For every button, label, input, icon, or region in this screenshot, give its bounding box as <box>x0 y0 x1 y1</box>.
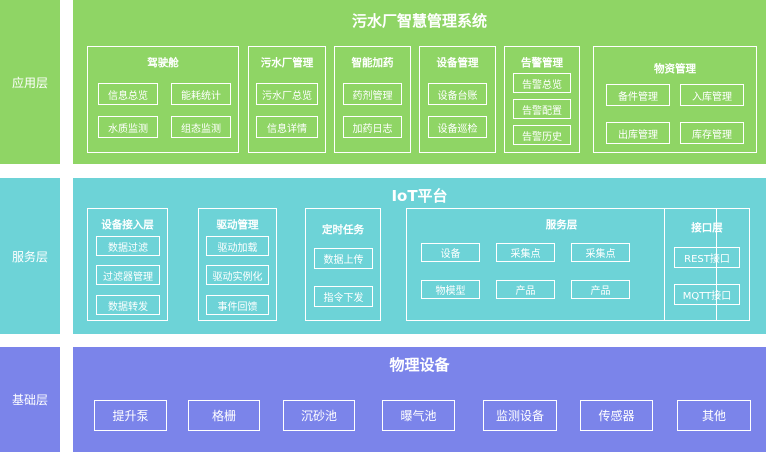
timer-item-upload: 数据上传 <box>314 248 373 269</box>
service-title: 服务层 <box>545 219 578 231</box>
alarm-group: 告警管理 告警总览 告警配置 告警历史 <box>504 46 580 153</box>
service-item-thing-model: 物模型 <box>421 280 480 299</box>
physical-item-grit-chamber: 沉砂池 <box>283 400 355 431</box>
cockpit-item-energy: 能耗统计 <box>171 83 231 105</box>
driver-title: 驱动管理 <box>216 219 259 231</box>
interface-item-rest: REST接口 <box>674 247 740 268</box>
physical-item-screen: 格栅 <box>188 400 260 431</box>
cockpit-item-overview: 信息总览 <box>98 83 158 105</box>
driver-group: 驱动管理 驱动加载 驱动实例化 事件回馈 <box>198 208 277 321</box>
iot-platform-title: IoT平台 <box>391 187 448 205</box>
service-layer-band: IoT平台 设备接入层 数据过滤 过滤器管理 数据转发 驱动管理 驱动加载 驱动… <box>73 178 766 334</box>
app-layer-title: 污水厂智慧管理系统 <box>351 12 487 30</box>
timer-item-command: 指令下发 <box>314 286 373 307</box>
timer-group: 定时任务 数据上传 指令下发 <box>305 208 381 321</box>
dosing-item-log: 加药日志 <box>343 116 402 138</box>
material-item-spares: 备件管理 <box>606 84 670 106</box>
material-title: 物资管理 <box>654 63 696 75</box>
driver-item-event: 事件回馈 <box>206 295 269 315</box>
layer-label-service: 服务层 <box>0 178 60 334</box>
cockpit-group: 驾驶舱 信息总览 能耗统计 水质监测 组态监测 <box>87 46 239 153</box>
physical-item-sensor: 传感器 <box>580 400 653 431</box>
service-item-point-2: 采集点 <box>571 243 630 262</box>
app-layer-band: 污水厂智慧管理系统 驾驶舱 信息总览 能耗统计 水质监测 组态监测 污水厂管理 … <box>73 0 766 164</box>
device-access-item-forward: 数据转发 <box>96 295 160 315</box>
device-access-item-filter: 数据过滤 <box>96 236 160 256</box>
material-item-outbound: 出库管理 <box>606 122 670 144</box>
material-group: 物资管理 备件管理 入库管理 出库管理 库存管理 <box>593 46 757 153</box>
service-group: 服务层 设备 采集点 采集点 物模型 产品 产品 <box>406 208 717 321</box>
physical-item-pump: 提升泵 <box>94 400 167 431</box>
interface-title: 接口层 <box>691 222 723 234</box>
layer-label-base: 基础层 <box>0 347 60 452</box>
dosing-group: 智能加药 药剂管理 加药日志 <box>334 46 411 153</box>
alarm-item-overview: 告警总览 <box>513 73 571 93</box>
physical-item-monitoring: 监测设备 <box>483 400 557 431</box>
plant-item-overview: 污水厂总览 <box>256 83 318 105</box>
driver-item-instantiate: 驱动实例化 <box>206 265 269 285</box>
physical-item-other: 其他 <box>677 400 751 431</box>
cockpit-title: 驾驶舱 <box>147 57 179 69</box>
equipment-title: 设备管理 <box>436 57 479 69</box>
base-layer-band: 物理设备 提升泵 格栅 沉砂池 曝气池 监测设备 传感器 其他 <box>73 347 766 452</box>
layer-label-app: 应用层 <box>0 0 60 164</box>
equipment-item-ledger: 设备台账 <box>428 83 487 105</box>
dosing-item-agents: 药剂管理 <box>343 83 402 105</box>
alarm-item-config: 告警配置 <box>513 99 571 119</box>
plant-title: 污水厂管理 <box>260 57 314 69</box>
service-item-product-2: 产品 <box>571 280 630 299</box>
service-item-product-1: 产品 <box>496 280 555 299</box>
device-access-title: 设备接入层 <box>101 219 154 231</box>
alarm-title: 告警管理 <box>521 57 563 69</box>
device-access-group: 设备接入层 数据过滤 过滤器管理 数据转发 <box>87 208 168 321</box>
timer-title: 定时任务 <box>322 224 364 236</box>
dosing-title: 智能加药 <box>351 57 394 69</box>
device-access-item-filter-manage: 过滤器管理 <box>96 265 160 285</box>
interface-item-mqtt: MQTT接口 <box>674 284 740 305</box>
service-item-device: 设备 <box>421 243 480 262</box>
plant-group: 污水厂管理 污水厂总览 信息详情 <box>248 46 326 153</box>
driver-item-load: 驱动加载 <box>206 236 269 256</box>
material-item-inbound: 入库管理 <box>680 84 744 106</box>
physical-devices-title: 物理设备 <box>389 356 450 374</box>
physical-item-aeration-tank: 曝气池 <box>382 400 455 431</box>
interface-group: 接口层 REST接口 MQTT接口 <box>664 208 750 321</box>
alarm-item-history: 告警历史 <box>513 125 571 145</box>
cockpit-item-water-quality: 水质监测 <box>98 116 158 138</box>
equipment-item-inspection: 设备巡检 <box>428 116 487 138</box>
plant-item-detail: 信息详情 <box>256 116 318 138</box>
equipment-group: 设备管理 设备台账 设备巡检 <box>419 46 496 153</box>
cockpit-item-scada: 组态监测 <box>171 116 231 138</box>
material-item-stock: 库存管理 <box>680 122 744 144</box>
service-item-point-1: 采集点 <box>496 243 555 262</box>
